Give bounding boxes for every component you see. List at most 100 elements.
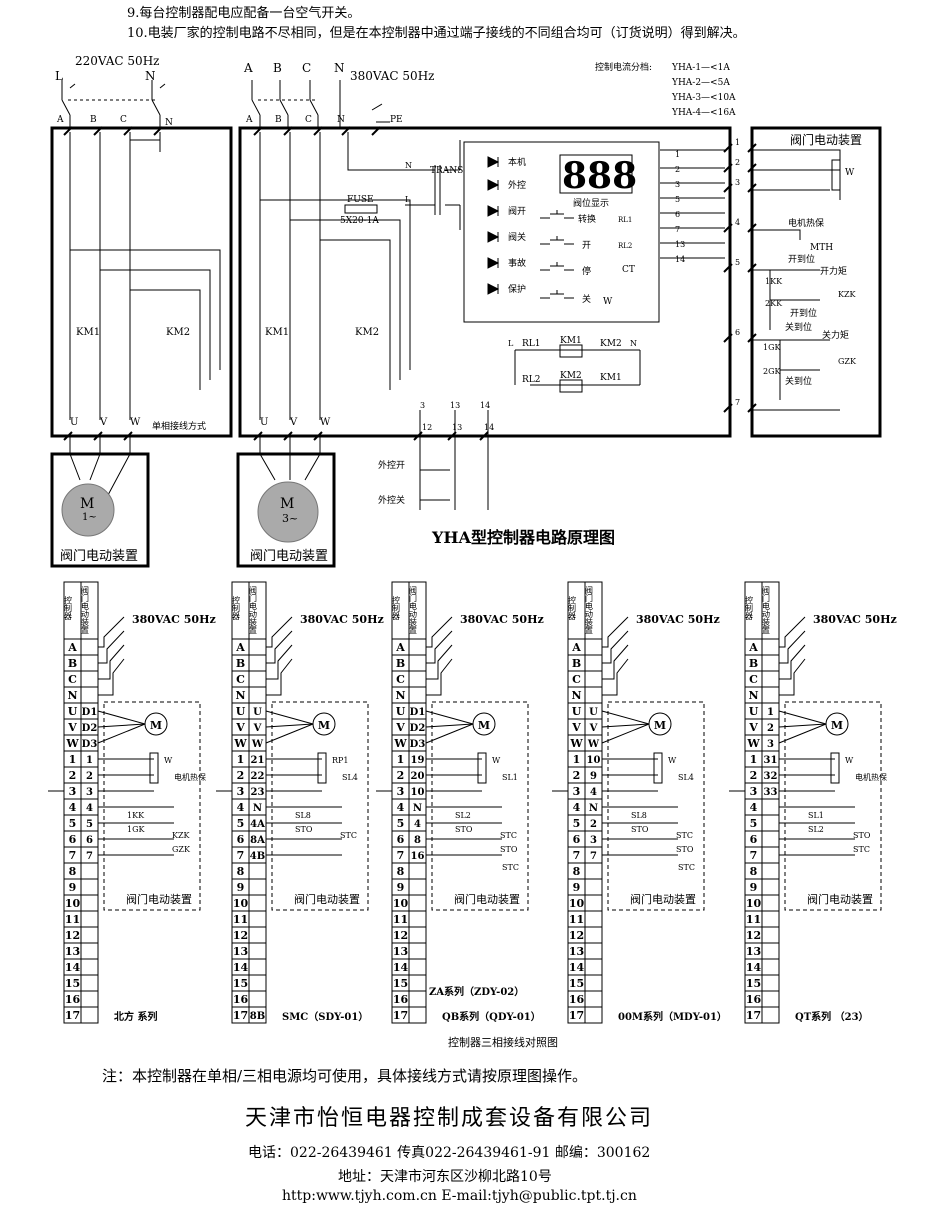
wiring-device-terminal: 4A xyxy=(250,819,265,830)
wiring-motor-lead xyxy=(265,723,314,744)
valve-device-box xyxy=(750,126,882,438)
wiring-cell-right xyxy=(80,862,99,880)
wiring-supply: 380VAC 50Hz xyxy=(813,613,897,626)
wiring-cell-right xyxy=(761,686,780,704)
wiring-supply: 380VAC 50Hz xyxy=(636,613,720,626)
wiring-row-label: 1 xyxy=(237,753,245,766)
wiring-motor-lead xyxy=(601,723,650,728)
wiring-cell-right xyxy=(408,990,427,1008)
wiring-row-label: 3 xyxy=(69,785,77,798)
pin-14: 14 xyxy=(675,255,685,264)
sp-term-b: B xyxy=(90,115,97,125)
wiring-cell-right xyxy=(80,974,99,992)
wiring-row-label: 15 xyxy=(746,977,761,990)
wiring-device-terminal: 2 xyxy=(86,771,93,782)
il-km1: KM1 xyxy=(560,336,582,346)
il-l: L xyxy=(508,339,514,348)
company-name: 天津市怡恒电器控制成套设备有限公司 xyxy=(245,1106,654,1131)
sp-term-c: C xyxy=(120,115,127,125)
wiring-device-terminal: D1 xyxy=(82,707,98,718)
wiring-component-label: W xyxy=(845,756,854,765)
wiring-component-label: W xyxy=(492,756,501,765)
wiring-motor-lead xyxy=(425,710,474,725)
wiring-device-terminal: 7 xyxy=(590,851,597,862)
wiring-row-label: 13 xyxy=(233,945,248,958)
wiring-row-label: N xyxy=(235,689,245,702)
wiring-device-terminal: 8 xyxy=(414,835,421,846)
wiring-row-label: 3 xyxy=(750,785,758,798)
wiring-row-label: 5 xyxy=(397,817,405,830)
wiring-cell-right xyxy=(248,638,267,656)
sp-term-n: N xyxy=(165,118,173,128)
wiring-component-label: 1GK xyxy=(127,825,145,834)
wiring-cell-right xyxy=(761,910,780,928)
wiring-row-label: W xyxy=(746,737,760,750)
diagram-title: YHA型控制器电路原理图 xyxy=(431,528,615,547)
wiring-device-terminal: W xyxy=(587,739,600,750)
vd-gzk: GZK xyxy=(838,357,857,366)
wiring-supply-line xyxy=(426,616,453,648)
tp-term-n: N xyxy=(337,115,345,125)
wiring-row-label: 16 xyxy=(569,993,585,1006)
wiring-row-label: 11 xyxy=(393,913,408,926)
wiring-device-terminal: 33 xyxy=(764,787,778,798)
wiring-row-label: C xyxy=(396,673,405,686)
tp-term-a: A xyxy=(245,115,253,125)
wiring-device-terminal: 10 xyxy=(411,787,425,798)
wiring-cell-right xyxy=(761,846,780,864)
tp-in-b: B xyxy=(273,61,282,75)
wiring-device-terminal: 10 xyxy=(587,755,601,766)
wiring-row-label: W xyxy=(569,737,583,750)
wiring-component-label: STC xyxy=(853,845,870,854)
wiring-device-terminal: N xyxy=(589,803,598,814)
wiring-row-label: 2 xyxy=(573,769,581,782)
wiring-component-label: SL1 xyxy=(502,773,518,782)
wiring-row-label: W xyxy=(233,737,247,750)
wiring-row-label: 11 xyxy=(746,913,761,926)
tp-motor-sub: 3~ xyxy=(282,512,298,525)
wiring-cell-right xyxy=(80,878,99,896)
wiring-row-label: C xyxy=(68,673,77,686)
wiring-row-label: 17 xyxy=(569,1009,584,1022)
wiring-device-terminal: 16 xyxy=(411,851,425,862)
wiring-supply-line xyxy=(779,644,806,680)
wiring-row-label: 1 xyxy=(397,753,405,766)
wiring-device-label: 阀门电动装置 xyxy=(807,892,873,906)
sp-term-a: A xyxy=(56,115,64,125)
fuse-spec: 5X20-1A xyxy=(340,216,379,226)
grade-3: YHA-3—<10A xyxy=(671,93,736,103)
wiring-device-terminal: D2 xyxy=(82,723,98,734)
sp-motor-sub: 1~ xyxy=(82,512,97,523)
ext-bot-14: 14 xyxy=(484,423,494,432)
il-km1-contact: KM1 xyxy=(600,373,622,383)
display-label: 阀位显示 xyxy=(573,197,609,209)
wiring-component-label: SL2 xyxy=(808,825,824,834)
wiring-row-label: U xyxy=(68,705,78,718)
sp-note: 单相接线方式 xyxy=(152,420,206,432)
wiring-device-terminal: 3 xyxy=(590,835,597,846)
wiring-device-terminal: 4 xyxy=(414,819,421,830)
pin-5: 5 xyxy=(675,195,680,204)
wiring-potentiometer xyxy=(653,752,663,784)
wiring-row-label: U xyxy=(572,705,582,718)
wiring-component-label: 电机热保 xyxy=(855,772,887,782)
wiring-row-label: 5 xyxy=(573,817,581,830)
wiring-device-terminal: U xyxy=(253,707,262,718)
wiring-row-label: 15 xyxy=(233,977,248,990)
wiring-row-label: N xyxy=(67,689,77,702)
wiring-cell-right xyxy=(248,878,267,896)
vd-pin-5: 5 xyxy=(735,258,740,267)
wiring-row-label: 10 xyxy=(233,897,249,910)
wiring-device-terminal: 20 xyxy=(411,771,425,782)
wiring-device-terminal: 32 xyxy=(764,771,778,782)
control-panel xyxy=(463,141,660,323)
wiring-row-label: 7 xyxy=(750,849,758,862)
wiring-cell-right xyxy=(761,862,780,880)
wiring-row-label: 15 xyxy=(569,977,584,990)
wiring-row-label: B xyxy=(396,657,405,670)
vd-pin-3: 3 xyxy=(735,178,740,187)
wiring-cell-right xyxy=(761,830,780,848)
wiring-caption: 控制器三相接线对照图 xyxy=(448,1035,558,1049)
wiring-row-label: V xyxy=(571,721,581,734)
led-close: 阀关 xyxy=(508,231,526,243)
